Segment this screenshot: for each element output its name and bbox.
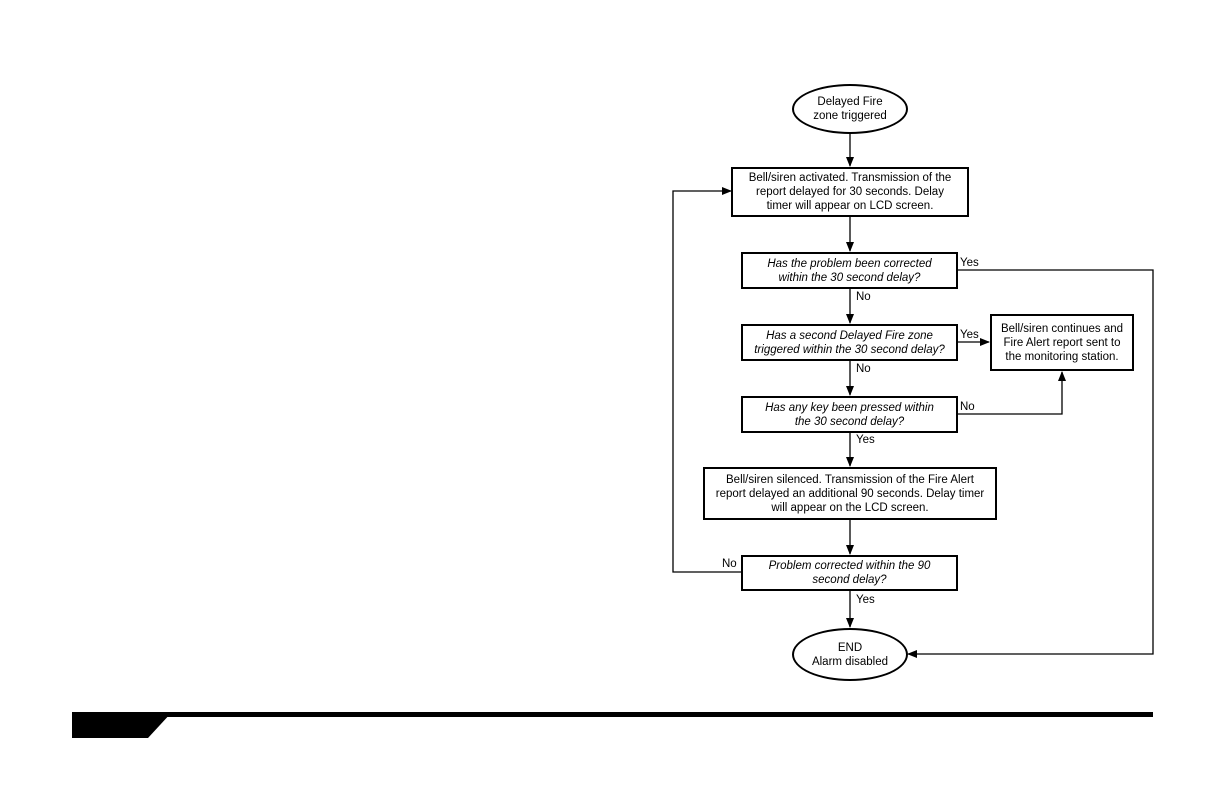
decision-key-pressed: Has any key been pressed within the 30 s… <box>741 396 958 433</box>
decision-corrected-30: Has the problem been corrected within th… <box>741 252 958 289</box>
label-q3-no: No <box>960 401 975 413</box>
decision-second-zone: Has a second Delayed Fire zone triggered… <box>741 324 958 361</box>
edge-q4-no <box>672 187 741 573</box>
edge-q3-no <box>957 371 1066 415</box>
label-q2-yes: Yes <box>960 329 979 341</box>
process-bell-silenced: Bell/siren silenced. Transmission of the… <box>703 467 997 520</box>
edge-q1-yes <box>907 269 1154 658</box>
label-q1-yes: Yes <box>960 257 979 269</box>
footer-rule <box>72 712 1153 717</box>
end-node: END Alarm disabled <box>792 628 908 681</box>
decision-corrected-90: Problem corrected within the 90 second d… <box>741 555 958 591</box>
process-bell-activated: Bell/siren activated. Transmission of th… <box>731 167 969 217</box>
start-node: Delayed Fire zone triggered <box>792 84 908 134</box>
process-bell-continues: Bell/siren continues and Fire Alert repo… <box>990 314 1134 371</box>
label-q3-yes: Yes <box>856 434 875 446</box>
label-q4-no: No <box>722 558 737 570</box>
label-q1-no: No <box>856 291 871 303</box>
label-q4-yes: Yes <box>856 594 875 606</box>
label-q2-no: No <box>856 363 871 375</box>
